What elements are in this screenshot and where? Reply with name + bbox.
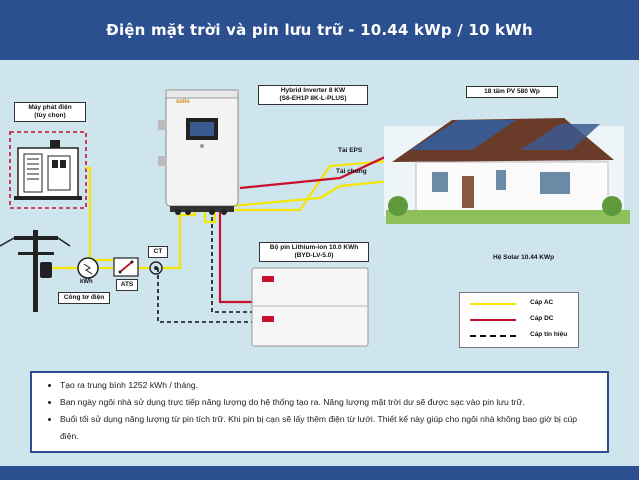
legend-swatch-dc [470,319,516,321]
legend-item-signal: Cáp tín hiệu [470,331,570,341]
info-bullet: Ban ngày ngôi nhà sử dụng trực tiếp năng… [60,394,597,411]
meter-icon [77,257,99,279]
page-title: Điện mặt trời và pin lưu trữ - 10.44 kWp… [106,21,533,39]
generator-label: Máy phát điện(tùy chọn) [14,102,86,123]
dc-cables [218,149,401,304]
ats-label: ATS [116,279,138,292]
generator-icon [14,140,82,200]
inverter-icon [158,89,239,215]
ats-switch-icon [113,257,139,277]
info-bullet: Tạo ra trung bình 1252 kWh / tháng. [60,377,597,394]
generator-frame [9,131,87,209]
eps-load-label: Tải EPS [338,147,363,154]
cable-legend: Cáp AC Cáp DC Cáp tín hiệu [459,292,579,348]
ct-sensor-icon [149,261,163,275]
common-load-label: Tải chung [336,168,367,175]
inverter-brand: solis [176,99,190,105]
meter-label: Công tơ điện [58,292,110,305]
battery-icon [251,267,369,347]
solar-system-label: Hệ Solar 10.44 KWp [493,254,555,261]
power-pole-icon [0,230,71,312]
meter-unit: kWh [80,279,93,285]
legend-swatch-ac [470,303,516,305]
legend-item-ac: Cáp AC [470,299,570,309]
footer-bar [0,466,639,480]
ct-label: CT [148,246,168,259]
signal-cables [157,210,252,323]
info-bullet: Buổi tối sử dụng năng lượng từ pin tích … [60,411,597,445]
battery-label: Bộ pin Lithium-ion 10.0 KWh(BYD-LV-5.0) [259,242,369,263]
inverter-label: Hybrid Inverter 8 KW(S6-EH1P 8K-L-PLUS) [258,85,368,106]
legend-item-dc: Cáp DC [470,315,570,325]
legend-swatch-signal [470,335,516,337]
header-banner: Điện mặt trời và pin lưu trữ - 10.44 kWp… [0,0,639,60]
pv-panels-label: 18 tấm PV 580 Wp [466,86,558,99]
info-box: Tạo ra trung bình 1252 kWh / tháng. Ban … [30,371,609,453]
house-icon [384,118,630,224]
